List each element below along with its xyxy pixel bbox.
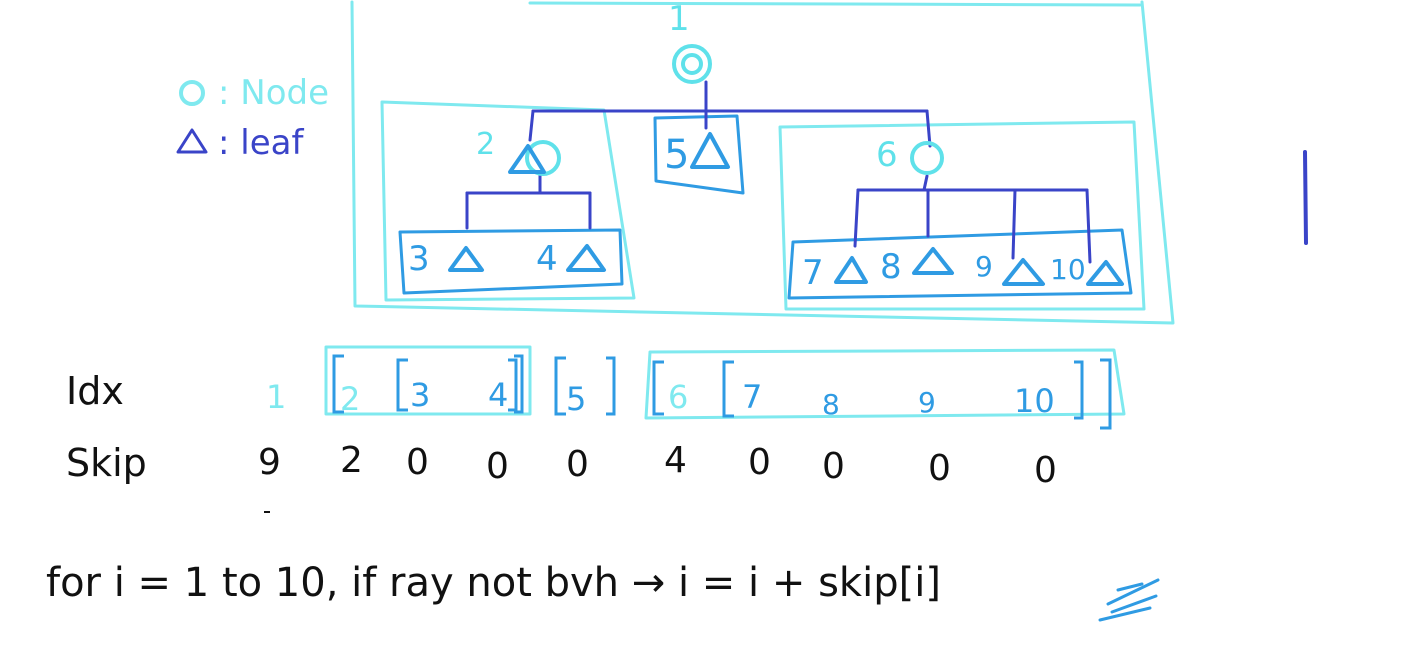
skip-cell: 0: [406, 442, 429, 483]
label-node-1: 1: [668, 0, 690, 39]
label-leaf-10: 10: [1050, 253, 1086, 286]
bracket-close-10: [1100, 358, 1112, 430]
idx-cell: 5: [566, 380, 586, 418]
bracket-close-5: [606, 356, 616, 416]
skip-cell: 9: [258, 442, 281, 483]
skip-row-label: Skip: [66, 441, 147, 485]
edge-1-2: [528, 109, 535, 142]
idx-cell: 6: [668, 378, 688, 416]
bracket-open-7: [722, 360, 734, 418]
leaves34-box: [398, 228, 624, 295]
scribble: [1098, 578, 1160, 622]
skip-cell: 0: [928, 448, 951, 489]
bracket-close-4: [514, 354, 524, 414]
idx-cell: 7: [742, 378, 762, 416]
edge-6-down: [922, 174, 929, 192]
idx-cell: 1: [266, 378, 286, 416]
skip-cell: 4: [664, 440, 687, 481]
triangle-icon: [1086, 260, 1124, 286]
bracket-close-4b: [508, 358, 518, 412]
bracket-open-5: [554, 356, 566, 416]
edge-6-10: [1085, 188, 1092, 264]
triangle-icon: [834, 256, 868, 284]
legend-leaf-label: : leaf: [218, 123, 304, 163]
skip-cell: 2: [340, 440, 363, 481]
idx-group-boxes: [324, 345, 1126, 420]
skip-cell: 0: [1034, 450, 1057, 491]
node-icon: [672, 44, 712, 84]
triangle-icon: [508, 144, 546, 174]
node-6: [910, 141, 944, 175]
triangle-icon: [566, 244, 606, 272]
triangle-icon: [176, 128, 208, 154]
node-icon: [179, 80, 205, 106]
skip-cell: 0: [486, 446, 509, 487]
edge-1-6: [925, 109, 932, 148]
tree-edges: [465, 80, 1092, 264]
node-icon: [910, 141, 944, 175]
skip-values: 9 2 0 0 0 4 0 0 0 0: [258, 440, 1057, 491]
skip-cell: 0: [748, 442, 771, 483]
bracket-open-2: [332, 354, 344, 414]
edge-6-9: [1011, 188, 1017, 260]
label-leaf-4: 4: [536, 239, 558, 279]
triangle-icon: [1002, 258, 1045, 286]
label-leaf-8: 8: [880, 247, 902, 287]
triangle-icon: [448, 246, 484, 272]
root-group-box: [350, 0, 1175, 325]
bracket-open-6: [652, 360, 664, 416]
label-leaf-3: 3: [408, 239, 430, 279]
idx-cell: 3: [410, 376, 430, 414]
node-1: [672, 44, 712, 84]
tree-labels: 1 2 3 4 5 6 7 8 9 10: [408, 0, 1086, 293]
tree-leaves: [448, 132, 1124, 286]
skip-cell: 0: [822, 446, 845, 487]
legend: : Node : leaf: [176, 73, 329, 163]
idx-cell: 2: [340, 380, 360, 418]
label-leaf-5: 5: [664, 132, 689, 178]
bracket-open-3: [396, 358, 408, 412]
stray-stroke: [1303, 150, 1308, 245]
label-leaf-9: 9: [975, 250, 993, 283]
idx-brackets: [332, 354, 1112, 430]
node-icon-inner: [681, 53, 703, 75]
triangle-icon: [690, 132, 730, 169]
idx-values: 1 2 3 4 5 6 7 8 9 10: [266, 376, 1055, 421]
traversal-formula: for i = 1 to 10, if ray not bvh → i = i …: [46, 560, 941, 606]
triangle-icon: [912, 247, 954, 275]
edge-6-7: [853, 188, 860, 248]
idx-box-6-10: [644, 348, 1126, 420]
idx-cell: 4: [488, 376, 508, 414]
idx-cell: 10: [1014, 382, 1055, 420]
table-row-labels: Idx Skip: [66, 369, 147, 485]
legend-leaf: : leaf: [176, 123, 304, 163]
leaf5-box: [653, 114, 745, 195]
node6-group-box: [778, 120, 1146, 311]
idx-row-label: Idx: [66, 369, 124, 413]
idx-box-2-4: [324, 345, 532, 416]
legend-node: : Node: [179, 73, 329, 113]
skip-cell: 0: [566, 444, 589, 485]
label-node-2: 2: [476, 127, 495, 162]
legend-node-label: : Node: [218, 73, 329, 113]
idx-cell: 9: [918, 386, 936, 419]
label-leaf-7: 7: [802, 253, 824, 293]
label-node-6: 6: [876, 135, 898, 175]
idx-cell: 8: [822, 388, 840, 421]
root-top-edge: [528, 1, 1142, 7]
bracket-close-10b: [1074, 360, 1084, 420]
node2-group-box: [380, 100, 636, 302]
tree-nodes: [525, 44, 944, 176]
